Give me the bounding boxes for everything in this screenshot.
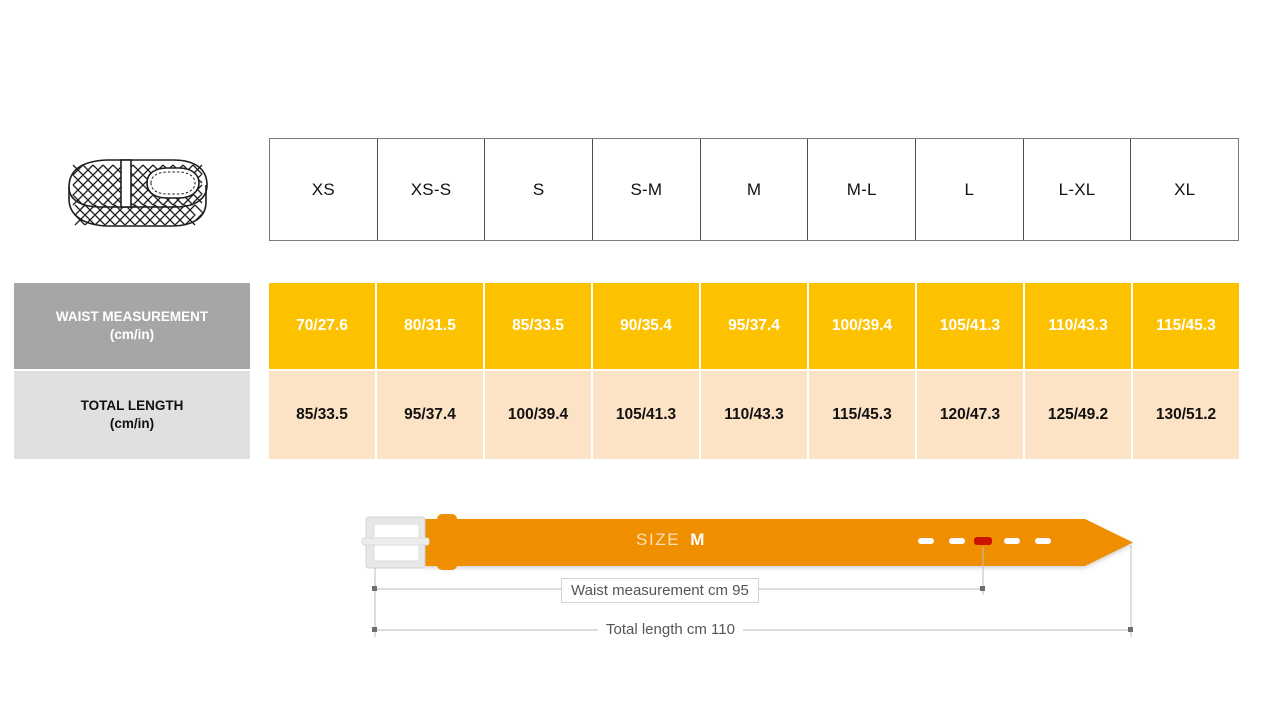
length-value-cell: 120/47.3	[917, 371, 1025, 459]
belt-hole	[918, 538, 934, 544]
size-header-cell: M-L	[808, 139, 917, 240]
size-header-cell: XS	[270, 139, 378, 240]
belt-diagram	[361, 514, 1133, 637]
waist-value-cell: 90/35.4	[593, 283, 701, 369]
total-length-unit: (cm/in)	[109, 416, 155, 431]
size-header-cell: S-M	[593, 139, 701, 240]
waist-value-cell: 115/45.3	[1156, 317, 1216, 334]
total-length-label-text: TOTAL LENGTH	[80, 397, 184, 413]
belt-size-value: M	[690, 530, 705, 549]
size-header-cell: M	[701, 139, 809, 240]
length-value-cell: 130/51.2	[1155, 406, 1217, 423]
waist-measurement-label: WAIST MEASUREMENT (cm/in)	[14, 283, 250, 369]
size-header-row: XS XS-S S S-M M M-L L L-XL XL	[269, 138, 1239, 241]
belt-holes	[918, 537, 1051, 545]
belt-size-caption: SIZE M	[636, 530, 705, 550]
waist-measurement-row: 70/27.6 80/31.5 85/33.5 90/35.4 95/37.4 …	[269, 283, 1239, 369]
belt-hole	[1035, 538, 1051, 544]
belt-strap	[424, 519, 1133, 566]
waist-value-cell: 105/41.3	[917, 283, 1025, 369]
size-header-cell: XS-S	[378, 139, 486, 240]
waist-value-cell: 70/27.6	[269, 283, 377, 369]
length-value-cell: 110/43.3	[701, 371, 809, 459]
waist-value-cell: 95/37.4	[701, 283, 809, 369]
length-value-cell: 85/33.5	[269, 371, 377, 459]
size-header-cell: S	[485, 139, 594, 240]
total-length-dimension-line	[372, 627, 1133, 632]
size-header-cell: L	[916, 139, 1024, 240]
size-header-cell: XL	[1174, 179, 1196, 199]
braided-belt-icon	[68, 159, 208, 227]
waist-dimension-label: Waist measurement cm 95	[561, 578, 759, 603]
belt-hole	[1004, 538, 1020, 544]
belt-buckle	[361, 516, 430, 569]
total-length-row: 85/33.5 95/37.4 100/39.4 105/41.3 110/43…	[269, 371, 1239, 459]
belt-hole-highlighted	[974, 537, 992, 545]
waist-value-cell: 80/31.5	[377, 283, 485, 369]
total-length-label: TOTAL LENGTH (cm/in)	[14, 371, 250, 459]
length-value-cell: 125/49.2	[1025, 371, 1133, 459]
belt-size-prefix: SIZE	[636, 530, 681, 549]
waist-measurement-unit: (cm/in)	[109, 327, 155, 342]
belt-keeper-loop	[437, 514, 457, 570]
total-length-dimension-label: Total length cm 110	[598, 619, 743, 640]
waist-value-cell: 100/39.4	[809, 283, 917, 369]
belt-hole	[949, 538, 965, 544]
waist-measurement-label-text: WAIST MEASUREMENT	[55, 308, 209, 324]
length-value-cell: 100/39.4	[485, 371, 593, 459]
waist-value-cell: 85/33.5	[485, 283, 593, 369]
size-header-cell: L-XL	[1024, 139, 1132, 240]
length-value-cell: 95/37.4	[377, 371, 485, 459]
length-value-cell: 115/45.3	[809, 371, 917, 459]
length-value-cell: 105/41.3	[593, 371, 701, 459]
waist-value-cell: 110/43.3	[1025, 283, 1133, 369]
